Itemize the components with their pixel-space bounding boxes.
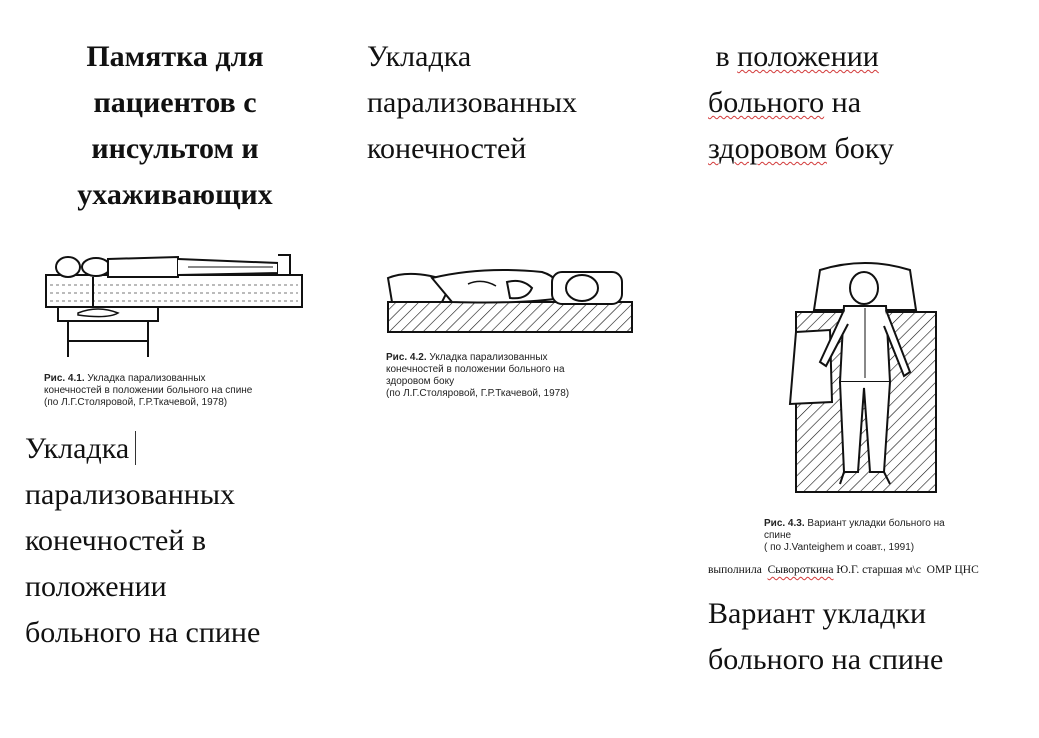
caption-line: Рис. 4.1. Укладка парализованных bbox=[44, 373, 252, 385]
title-line: ухаживающих bbox=[77, 178, 273, 211]
heading-text: в bbox=[708, 40, 738, 73]
caption-text: Укладка парализованных bbox=[426, 352, 548, 363]
caption-line: положении bbox=[25, 570, 167, 603]
text-cursor bbox=[135, 431, 137, 465]
heading-line: больного на bbox=[708, 80, 1028, 126]
heading-line: Укладка bbox=[367, 40, 472, 73]
caption-line: Укладка bbox=[25, 426, 345, 472]
title-line: инсультом и bbox=[91, 132, 259, 165]
figure-4-1: Рис. 4.1. Укладка парализованных конечно… bbox=[38, 245, 310, 417]
heading-line: здоровом боку bbox=[708, 126, 1028, 172]
spellcheck-word[interactable]: положении bbox=[737, 40, 879, 73]
heading-line: парализованных bbox=[367, 86, 577, 119]
caption-line: спине bbox=[764, 530, 792, 541]
figure-4-1-drawing bbox=[45, 254, 303, 357]
caption-text: Укладка парализованных bbox=[84, 373, 206, 384]
credit-line: выполнила Сывороткина Ю.Г. старшая м\с О… bbox=[708, 564, 979, 576]
heading-text: на bbox=[824, 86, 862, 119]
caption-figure-3: Вариант укладки больного на спине bbox=[708, 591, 1028, 683]
spellcheck-word[interactable]: Сывороткина bbox=[767, 564, 834, 576]
title-line: Памятка для bbox=[86, 40, 264, 73]
caption-line: парализованных bbox=[25, 478, 235, 511]
caption-text: Укладка bbox=[25, 432, 130, 465]
figure-4-2-drawing bbox=[386, 269, 633, 333]
caption-line: конечностей в положении больного на bbox=[386, 364, 565, 375]
caption-label: Рис. 4.3. bbox=[764, 518, 805, 529]
column3-heading: в положении больного на здоровом боку bbox=[708, 34, 1028, 172]
column2-heading: Укладка парализованных конечностей bbox=[367, 34, 667, 172]
figure-caption: Рис. 4.1. Укладка парализованных конечно… bbox=[44, 373, 252, 409]
heading-text: боку bbox=[826, 132, 894, 165]
spellcheck-word[interactable]: здоровом bbox=[708, 132, 827, 165]
caption-line: Рис. 4.3. Вариант укладки больного на bbox=[764, 518, 945, 530]
caption-line: (по Л.Г.Столяровой, Г.Р.Ткачевой, 1978) bbox=[386, 388, 570, 399]
caption-line: здоровом боку bbox=[386, 376, 455, 387]
caption-label: Рис. 4.1. bbox=[44, 373, 85, 384]
caption-line: (по Л.Г.Столяровой, Г.Р.Ткачевой, 1978) bbox=[44, 397, 228, 408]
credit-suffix: Ю.Г. старшая м\с ОМР ЦНС bbox=[833, 564, 979, 576]
caption-line: конечностей в bbox=[25, 524, 207, 557]
leaflet-title: Памятка для пациентов с инсультом и ухаж… bbox=[40, 34, 310, 218]
title-line: пациентов с bbox=[93, 86, 257, 119]
credit-prefix: выполнила bbox=[708, 564, 768, 576]
spellcheck-word[interactable]: больного bbox=[708, 86, 825, 119]
caption-line: больного на спине bbox=[708, 643, 944, 676]
caption-line: Вариант укладки bbox=[708, 597, 927, 630]
heading-line: в положении bbox=[708, 34, 1028, 80]
caption-line: Рис. 4.2. Укладка парализованных bbox=[386, 352, 569, 364]
figure-4-3-drawing bbox=[788, 262, 937, 493]
caption-text: Вариант укладки больного на bbox=[804, 518, 945, 529]
caption-figure-1: Укладка парализованных конечностей в пол… bbox=[25, 426, 345, 656]
caption-label: Рис. 4.2. bbox=[386, 352, 427, 363]
caption-line: ( по J.Vanteighem и соавт., 1991) bbox=[764, 542, 915, 553]
figure-4-3: Рис. 4.3. Вариант укладки больного на сп… bbox=[760, 252, 970, 558]
caption-line: больного на спине bbox=[25, 616, 261, 649]
figure-caption: Рис. 4.2. Укладка парализованных конечно… bbox=[386, 352, 569, 400]
caption-line: конечностей в положении больного на спин… bbox=[44, 385, 253, 396]
figure-4-2: Рис. 4.2. Укладка парализованных конечно… bbox=[382, 248, 638, 412]
figure-caption: Рис. 4.3. Вариант укладки больного на сп… bbox=[764, 518, 945, 554]
heading-line: конечностей bbox=[367, 132, 527, 165]
